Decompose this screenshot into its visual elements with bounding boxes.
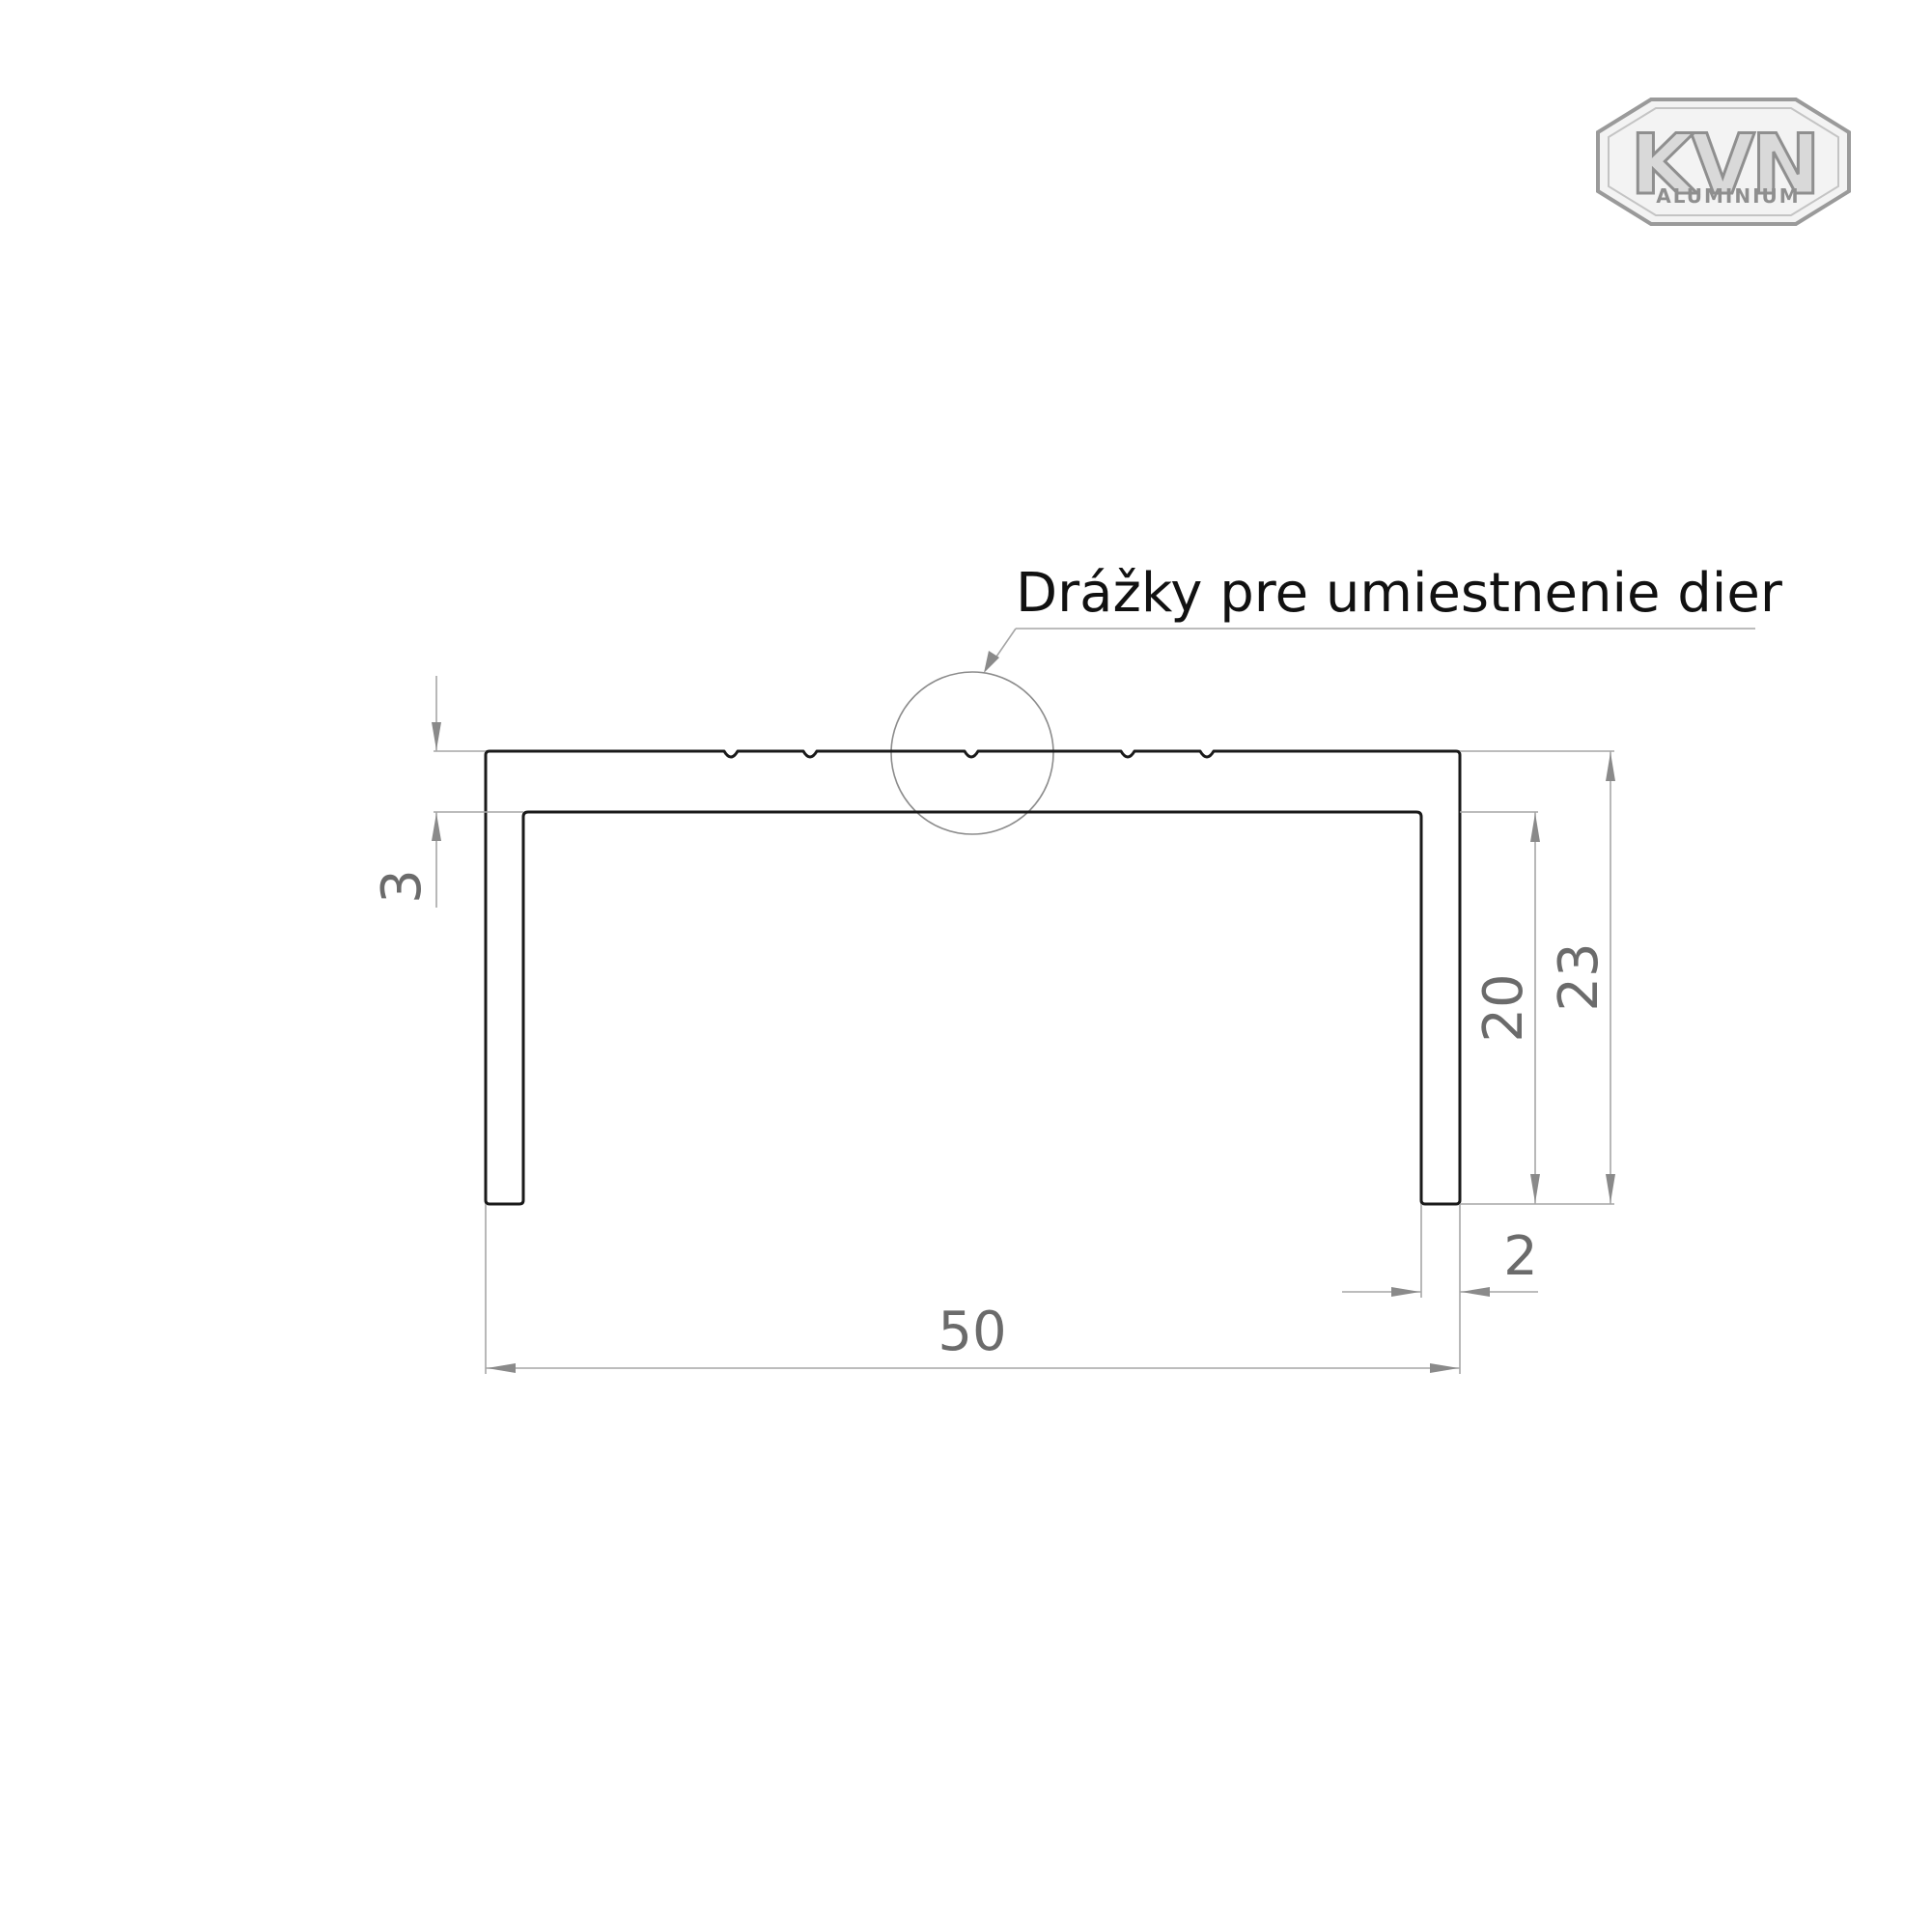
- arrow-down: [1606, 1174, 1615, 1203]
- dimension-wall-thickness: 2: [1342, 1204, 1538, 1374]
- dimension-label-23: 23: [1548, 942, 1610, 1011]
- logo-frame: [1596, 98, 1851, 226]
- logo-subtitle-text: ALUMINIUM: [1656, 184, 1800, 208]
- logo-inner-frame: [1608, 107, 1839, 216]
- arrow-right: [1391, 1287, 1420, 1297]
- dimension-label-50: 50: [938, 1301, 1006, 1363]
- dimension-inner-height: 20: [1460, 811, 1614, 1205]
- dimension-label-2: 2: [1503, 1225, 1538, 1288]
- arrow-right: [1430, 1363, 1459, 1373]
- kvn-logo: KVN ALUMINIUM: [1596, 98, 1851, 226]
- detail-circle: [890, 671, 1054, 835]
- callout-leader-diagonal: [994, 628, 1017, 660]
- dimension-label-20: 20: [1472, 973, 1535, 1042]
- arrow-left: [487, 1363, 516, 1373]
- arrow-up: [1530, 813, 1540, 842]
- arrow-up: [1606, 752, 1615, 781]
- arrow-left: [1461, 1287, 1490, 1297]
- dimension-total-height: 23: [1460, 750, 1615, 1204]
- callout-arrow: [984, 651, 999, 673]
- arrow-up: [432, 813, 441, 841]
- groove-callout: Drážky pre umiestnenie dier: [890, 562, 1783, 835]
- arrow-down: [432, 722, 441, 750]
- dimension-total-width: 50: [485, 1204, 1460, 1374]
- logo-brand-text: KVN: [1630, 117, 1816, 213]
- dimension-label-3: 3: [371, 869, 434, 904]
- u-profile-outline: [484, 749, 1462, 1206]
- arrow-down: [1530, 1174, 1540, 1203]
- callout-label: Drážky pre umiestnenie dier: [1016, 562, 1783, 625]
- dimension-flange-thickness: 3: [371, 676, 523, 908]
